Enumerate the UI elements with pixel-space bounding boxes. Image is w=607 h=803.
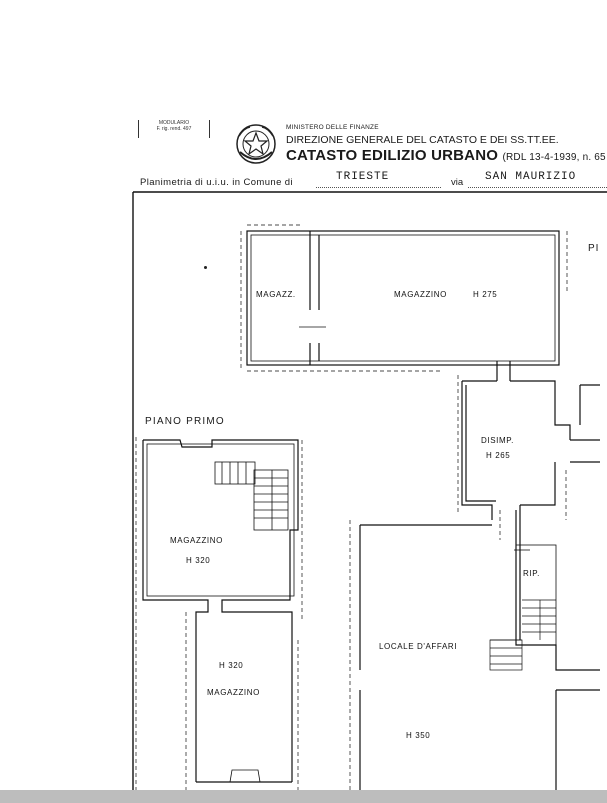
room-label-rip: RIP. — [523, 569, 540, 578]
via-dotted-line — [468, 187, 607, 188]
room-label-magazz: MAGAZZ. — [256, 290, 296, 299]
room-height-lower: H 320 — [219, 661, 244, 670]
room-height-left: H 320 — [186, 556, 211, 565]
comune-value: TRIESTE — [336, 171, 390, 183]
scan-bottom-edge — [0, 790, 607, 803]
room-height-disimp: H 265 — [486, 451, 511, 460]
stamp-line-2: F. rig. rend. 497 — [156, 126, 192, 132]
planimetria-prefix: Planimetria di u.i.u. in Comune di — [140, 177, 294, 188]
catasto-title: CATASTO EDILIZIO URBANO (RDL 13-4-1939, … — [286, 147, 606, 164]
ministry-name: MINISTERO DELLE FINANZE — [286, 124, 379, 131]
room-label-magazzino-lower: MAGAZZINO — [207, 688, 260, 697]
piano-label-cut: PI — [588, 243, 600, 254]
direzione-generale: DIREZIONE GENERALE DEL CATASTO E DEI SS.… — [286, 134, 559, 146]
room-label-magazzino-top: MAGAZZINO — [394, 290, 447, 299]
via-label: via — [451, 177, 464, 188]
catasto-main: CATASTO EDILIZIO URBANO — [286, 147, 499, 164]
room-height-top: H 275 — [473, 290, 498, 299]
via-value: SAN MAURIZIO — [485, 171, 577, 183]
stamp-line-1: MODULARIO — [158, 120, 190, 126]
room-label-locale: LOCALE D'AFFARI — [379, 642, 458, 651]
piano-primo-label: PIANO PRIMO — [145, 416, 225, 427]
form-stamp: MODULARIO F. rig. rend. 497 — [138, 120, 210, 138]
room-label-disimp: DISIMP. — [481, 436, 514, 445]
room-label-magazzino-left: MAGAZZINO — [170, 536, 223, 545]
room-height-locale: H 350 — [406, 731, 431, 740]
rdl-reference: (RDL 13-4-1939, n. 65 — [502, 152, 606, 163]
ink-dot — [204, 266, 207, 269]
comune-dotted-line — [316, 187, 441, 188]
italian-republic-emblem-icon — [236, 124, 276, 164]
